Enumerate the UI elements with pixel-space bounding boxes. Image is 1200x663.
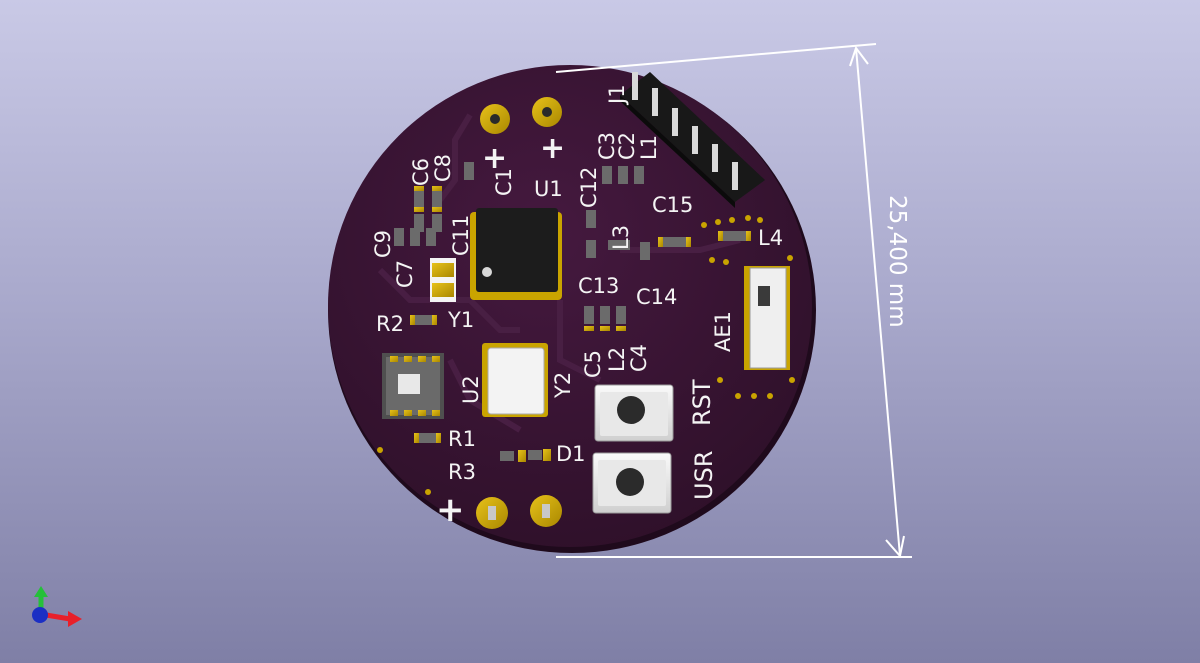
label-c2: C2 [615, 132, 639, 160]
label-c7: C7 [393, 260, 417, 288]
ae1-antenna-component [744, 266, 790, 370]
y2-crystal [482, 343, 548, 417]
label-c4: C4 [627, 344, 651, 372]
label-c1: C1 [492, 168, 516, 196]
label-rst: RST [688, 379, 716, 426]
label-l1: L1 [637, 135, 661, 160]
label-r2: R2 [376, 312, 404, 336]
label-r1: R1 [448, 427, 476, 451]
label-c5: C5 [581, 350, 605, 378]
label-l4: L4 [758, 226, 783, 250]
u2-sensor [382, 353, 444, 419]
plus-top-left: + [482, 141, 507, 176]
label-y1: Y1 [447, 308, 474, 332]
usr-tactile-button[interactable] [592, 452, 672, 514]
y1-crystal [430, 258, 456, 302]
label-l2: L2 [605, 347, 629, 372]
label-u2: U2 [459, 375, 483, 404]
label-c6: C6 [409, 158, 433, 186]
label-usr: USR [690, 451, 718, 500]
label-y2: Y2 [551, 372, 575, 399]
label-c15: C15 [652, 193, 693, 217]
copper-traces [377, 113, 741, 433]
label-r3: R3 [448, 460, 476, 484]
label-c12: C12 [577, 167, 601, 208]
label-c14: C14 [636, 285, 677, 309]
label-j1: J1 [605, 84, 629, 106]
silkscreen-labels-rotated: J1 C3 C2 L1 C12 C1 C6 C8 C11 C9 C7 L3 C5… [371, 84, 735, 500]
plus-top-right: + [540, 131, 565, 166]
dimension-value: 25,400 mm [884, 195, 910, 328]
label-u1: U1 [534, 177, 563, 201]
label-d1: D1 [556, 442, 586, 466]
label-c13: C13 [578, 274, 619, 298]
battery-pads-top [480, 97, 562, 134]
silkscreen-labels: U1 C15 L4 C13 C14 R2 Y1 R1 D1 R3 + + + [376, 131, 783, 530]
label-l3: L3 [609, 225, 633, 250]
pcb-board[interactable] [328, 65, 816, 553]
plus-bottom: + [436, 490, 465, 530]
label-c11: C11 [449, 215, 473, 256]
u1-qfn-chip [470, 208, 562, 300]
label-ae1: AE1 [711, 311, 735, 352]
label-c9: C9 [371, 230, 395, 258]
j1-header-connector [620, 72, 765, 208]
label-c3: C3 [595, 132, 619, 160]
xyz-axis-gizmo [32, 586, 82, 627]
rst-tactile-button[interactable] [594, 384, 674, 442]
label-c8: C8 [431, 154, 455, 182]
battery-pads-bottom [476, 495, 562, 529]
dimension-annotation [555, 43, 912, 559]
smd-passives [377, 162, 795, 495]
